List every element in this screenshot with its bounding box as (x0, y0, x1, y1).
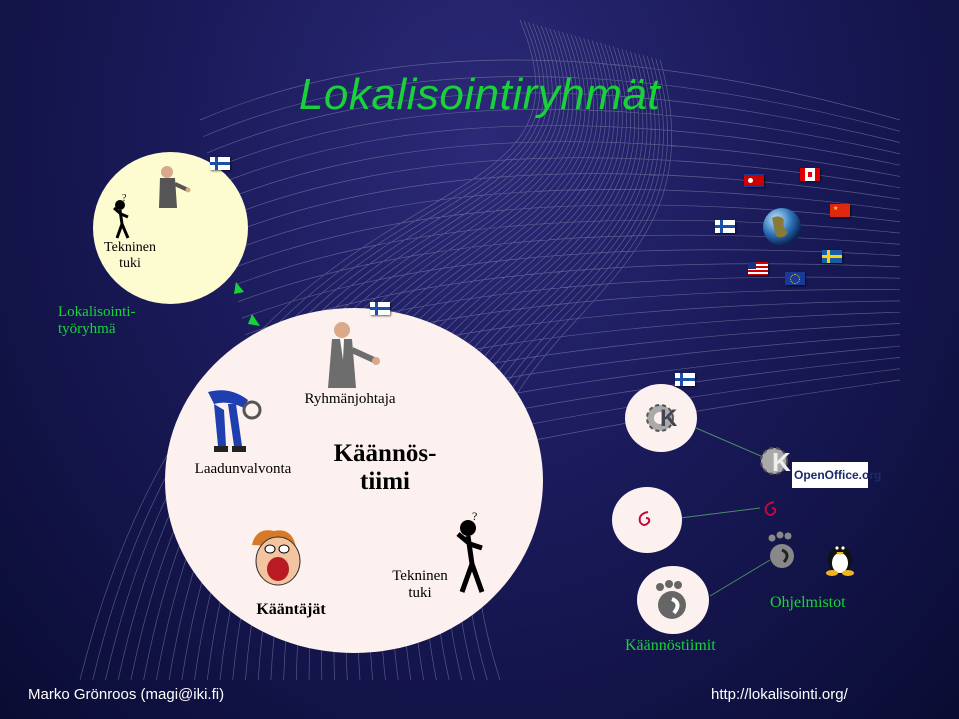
kde-logo-icon: K (760, 447, 791, 477)
usa-flag-icon (748, 262, 768, 275)
kde-gear-icon: K (646, 404, 678, 432)
finland-flag-icon (370, 302, 390, 315)
north-korea-flag-icon (744, 174, 764, 187)
finland-flag-icon (675, 373, 695, 386)
tux-penguin-icon (826, 546, 854, 576)
gnome-foot-icon (656, 580, 686, 619)
gnome-foot-icon (768, 531, 794, 568)
team-support-label: Tekninen tuki (380, 568, 460, 602)
manager-icon (159, 166, 191, 208)
finland-flag-icon (210, 157, 230, 170)
footer-url[interactable]: http://lokalisointi.org/ (711, 686, 848, 703)
arrow-icon (234, 282, 260, 326)
loc-group-line1: Lokalisointi- (58, 304, 136, 320)
mesh-lines (79, 19, 901, 681)
svg-text:?: ? (122, 193, 127, 204)
quality-control-label: Laadunvalvonta (194, 461, 292, 477)
software-label: Ohjelmistot (770, 594, 846, 611)
finland-flag-icon (715, 220, 735, 233)
svg-text:K: K (772, 447, 791, 477)
screaming-translator-icon (252, 530, 301, 586)
svg-text:?: ? (472, 509, 477, 523)
connector-lines (679, 427, 771, 597)
team-title: Käännös- tiimi (330, 440, 440, 496)
loc-group-line2: työryhmä (58, 321, 116, 337)
small-support-line1: Tekninen (104, 240, 156, 255)
sweden-flag-icon (822, 250, 842, 263)
translation-teams-label: Käännöstiimit (625, 637, 716, 654)
thinking-person-icon: ? (113, 193, 130, 239)
china-flag-icon: ★ (830, 204, 850, 217)
small-support-line2: tuki (119, 256, 141, 271)
team-support-line2: tuki (408, 585, 432, 601)
thinking-person-icon: ? (456, 509, 485, 593)
openoffice-logo: OpenOffice.org (792, 462, 882, 488)
team-support-line1: Tekninen (392, 568, 448, 584)
team-title-line2: tiimi (360, 468, 410, 495)
small-group-circle (93, 152, 248, 304)
canada-flag-icon (800, 168, 820, 181)
page-title: Lokalisointiryhmät (298, 70, 661, 119)
openoffice-logo-text: OpenOffice.org (794, 468, 882, 482)
localization-group-label: Lokalisointi- työryhmä (58, 304, 136, 338)
svg-text:K: K (660, 405, 678, 432)
team-leader-label: Ryhmänjohtaja (304, 391, 396, 407)
small-support-label: Tekninen tuki (98, 240, 162, 272)
team-title-line1: Käännös- (333, 440, 437, 467)
team-leader-icon (328, 322, 380, 388)
debian-swirl-icon (764, 501, 777, 516)
globe-icon (763, 208, 801, 246)
footer-author: Marko Grönroos (magi@iki.fi) (28, 686, 225, 703)
debian-swirl-icon (638, 511, 651, 526)
debian-team-circle (612, 487, 682, 553)
translators-label: Kääntäjät (256, 601, 326, 618)
eu-flag-icon (785, 272, 805, 285)
quality-inspector-icon (208, 390, 262, 452)
